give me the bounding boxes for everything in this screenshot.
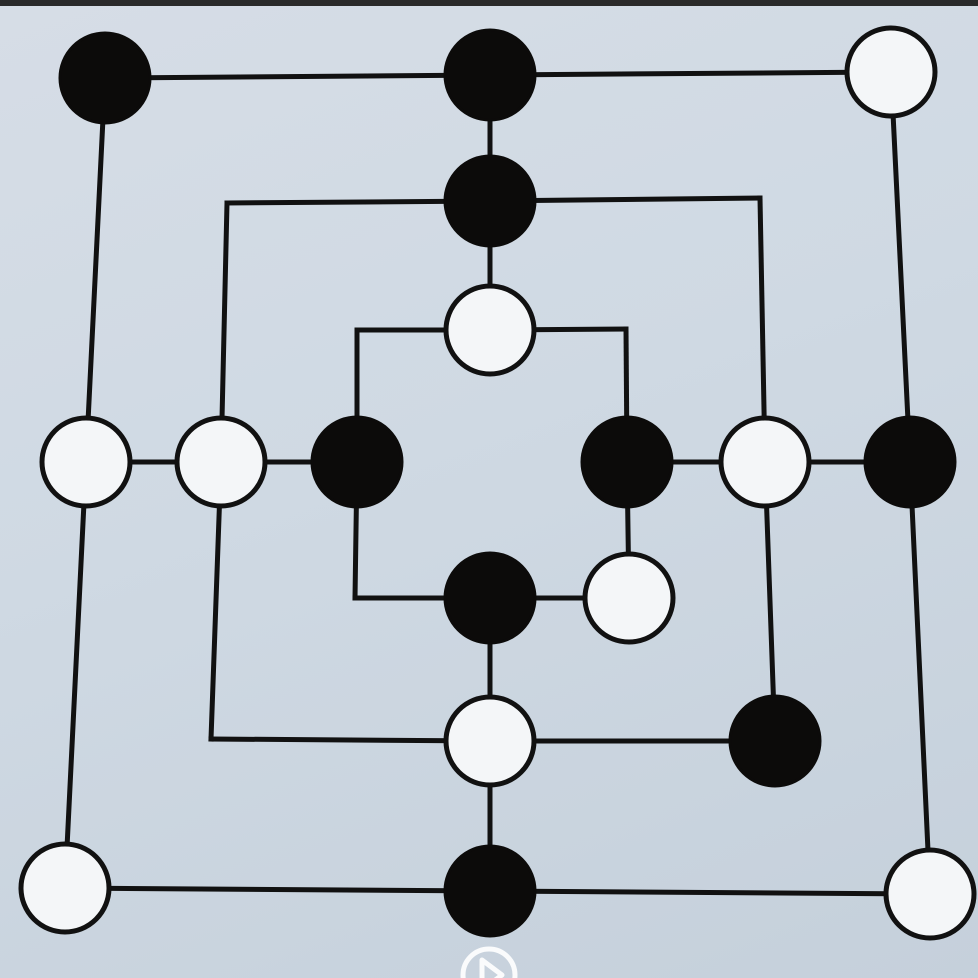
board-line-a1-d1 — [62, 885, 493, 894]
white-piece-g1[interactable] — [883, 847, 977, 941]
board-line-g7-g4 — [888, 69, 913, 465]
board-line-a4-a1 — [62, 459, 89, 891]
board-line-d1-g1 — [487, 888, 933, 897]
black-piece-g4[interactable] — [863, 415, 957, 509]
white-piece-d5[interactable] — [443, 283, 537, 377]
white-piece-d2[interactable] — [443, 694, 537, 788]
board-line-d7-g7 — [487, 69, 894, 78]
play-overlay-icon[interactable] — [458, 944, 520, 978]
board-line-a7-a4 — [83, 75, 108, 465]
board-line-b2-d2 — [208, 736, 493, 744]
black-piece-c4[interactable] — [310, 415, 404, 509]
white-piece-a4[interactable] — [39, 415, 133, 509]
black-piece-d1[interactable] — [443, 844, 537, 938]
black-piece-e4[interactable] — [580, 415, 674, 509]
black-piece-f2[interactable] — [728, 694, 822, 788]
black-piece-d6[interactable] — [443, 154, 537, 248]
board-line-a7-d7 — [102, 72, 493, 81]
board-line-f4-f2 — [762, 459, 778, 744]
white-piece-e3[interactable] — [582, 551, 676, 645]
black-piece-d7[interactable] — [443, 28, 537, 122]
board-line-g4-g1 — [907, 459, 933, 897]
white-piece-g7[interactable] — [844, 25, 938, 119]
black-piece-a7[interactable] — [58, 31, 152, 125]
white-piece-f4[interactable] — [718, 415, 812, 509]
board-points — [18, 25, 977, 941]
screen-bezel — [0, 0, 978, 6]
white-piece-a1[interactable] — [18, 841, 112, 935]
white-piece-b4[interactable] — [174, 415, 268, 509]
black-piece-d3[interactable] — [443, 551, 537, 645]
